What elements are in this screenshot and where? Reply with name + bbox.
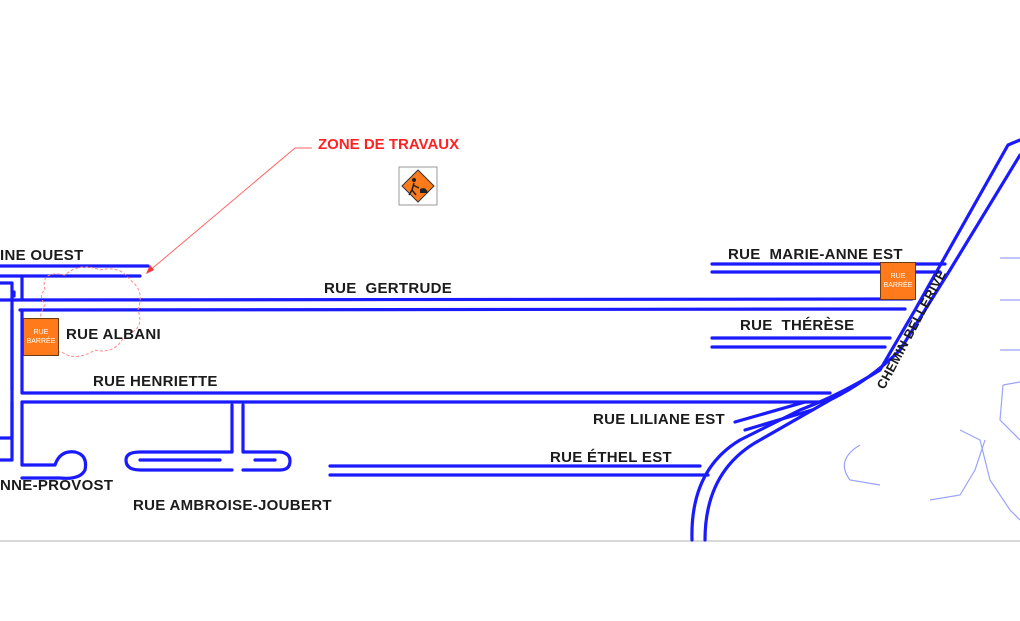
street-label-henriette: RUE HENRIETTE (93, 373, 218, 390)
workers-ahead-sign-icon (398, 166, 438, 206)
secondary-roads (843, 257, 1020, 521)
street-label-ethel: RUE ÉTHEL EST (550, 449, 672, 466)
street-label-ouest: INE OUEST (0, 247, 84, 264)
street-label-gertrude: RUE GERTRUDE (324, 280, 453, 297)
road-closed-line2: BARRÉE (26, 338, 56, 345)
road-closed-sign-albani: RUE BARRÉE (23, 318, 59, 356)
street-label-liliane: RUE LILIANE EST (593, 411, 726, 428)
street-label-therese: RUE THÉRÈSE (740, 317, 855, 334)
street-label-marie-anne: RUE MARIE-ANNE EST (728, 246, 903, 263)
street-label-ambroise: RUE AMBROISE-JOUBERT (133, 497, 332, 514)
road-closed-sign-marie-anne: RUE BARRÉE (880, 262, 916, 300)
road-closed-line2: BARRÉE (883, 282, 913, 289)
street-label-provost: NNE-PROVOST (0, 477, 114, 494)
road-closed-line1: RUE (33, 329, 49, 336)
work-zone-cloud (40, 266, 141, 357)
street-label-albani: RUE ALBANI (66, 326, 161, 343)
work-zone-label: ZONE DE TRAVAUX (318, 136, 460, 153)
road-closed-line1: RUE (890, 273, 906, 280)
work-zone-marker (40, 147, 312, 357)
